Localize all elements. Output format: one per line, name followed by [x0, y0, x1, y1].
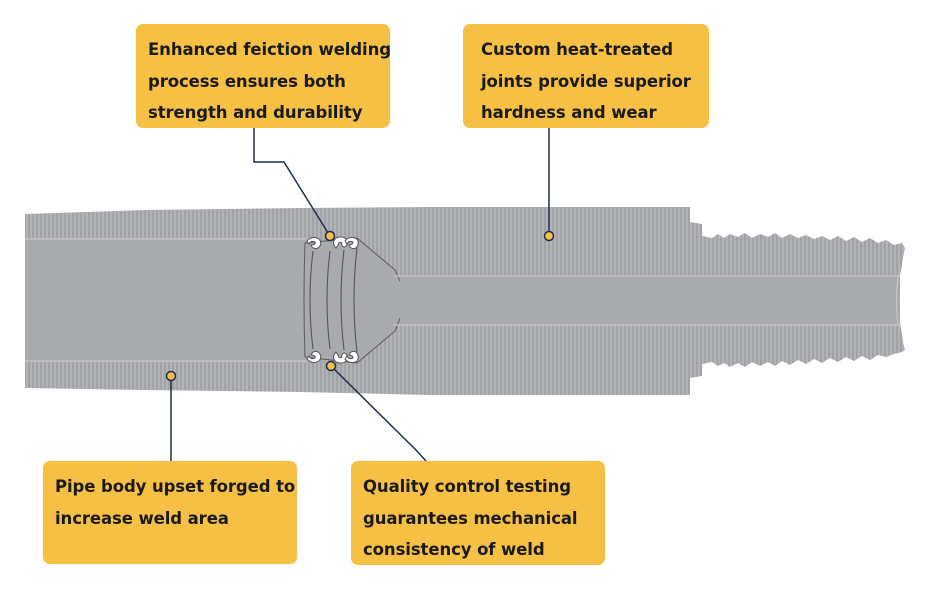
callout-quality-control: Quality control testing guarantees mecha…	[351, 461, 605, 565]
callout-friction-welding: Enhanced feiction welding process ensure…	[136, 24, 391, 128]
tool-joint-bore-edge	[393, 275, 900, 326]
callout-text-line: joints provide superior	[481, 71, 691, 91]
callout-heat-treated-joints: Custom heat-treated joints provide super…	[463, 24, 709, 128]
callout-text-line: process ensures both	[148, 71, 346, 91]
marker-qc	[325, 360, 337, 372]
callout-text-line: guarantees mechanical	[363, 508, 578, 528]
callout-text-line: Custom heat-treated	[481, 40, 673, 59]
weld-seam-3	[340, 249, 345, 351]
weld-flash-bottom	[306, 350, 359, 364]
leader-weld	[253, 128, 331, 237]
weld-seam-4	[353, 247, 358, 353]
callout-text-line: Quality control testing	[363, 477, 571, 496]
callout-text-line: hardness and wear	[481, 103, 657, 122]
marker-heat	[543, 230, 555, 242]
weld-seam-2	[326, 250, 331, 350]
callout-upset-forged: Pipe body upset forged to increase weld …	[43, 461, 297, 564]
weld-flash-top	[306, 236, 359, 250]
marker-upset	[165, 370, 177, 382]
callout-text-line: Enhanced feiction welding	[148, 40, 391, 59]
pipe-body-bore	[25, 239, 315, 361]
marker-weld	[324, 230, 336, 242]
callout-text-line: consistency of weld	[363, 540, 545, 559]
callout-text-line: Pipe body upset forged to	[55, 477, 296, 496]
weld-seam-1	[309, 250, 314, 350]
tool-joint-bore	[400, 276, 900, 325]
callout-text-line: increase weld area	[55, 508, 229, 528]
callout-text-line: strength and durability	[148, 103, 363, 122]
leader-qc	[330, 365, 427, 462]
